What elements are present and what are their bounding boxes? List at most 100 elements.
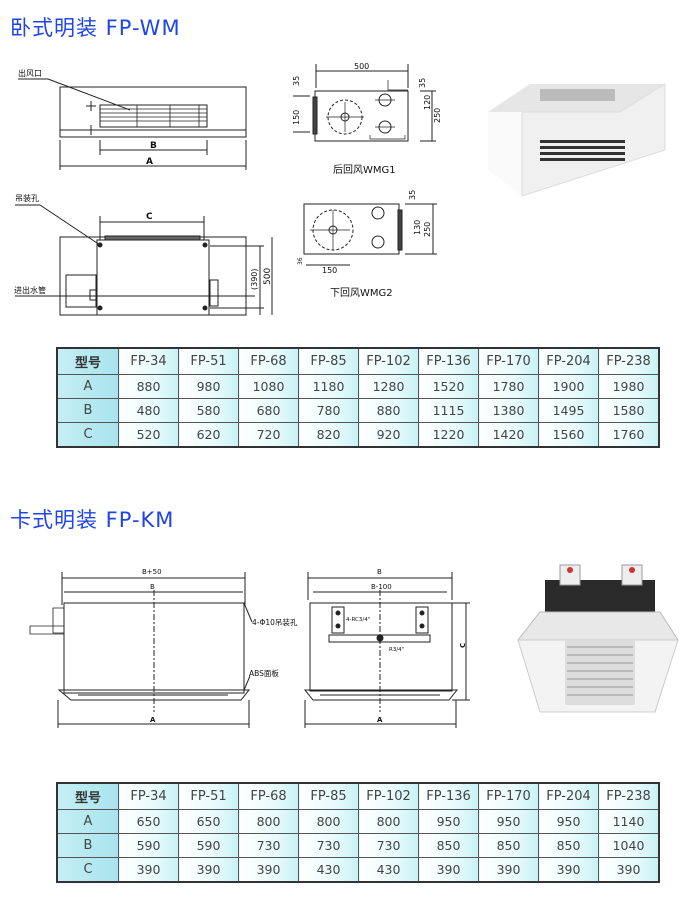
table-cell: 390 [118, 857, 179, 883]
table-cell: 390 [418, 857, 479, 883]
svg-text:36: 36 [297, 257, 304, 265]
svg-text:出风口: 出风口 [18, 68, 42, 78]
table-row: B 590 590 730 730 730 850 850 850 1040 [56, 833, 660, 858]
header-cell: FP-204 [538, 782, 599, 810]
header-cell: FP-170 [478, 782, 539, 810]
svg-text:A: A [150, 716, 156, 724]
table-cell: 1040 [598, 833, 660, 858]
table-cell: 590 [178, 833, 239, 858]
svg-text:35: 35 [292, 76, 301, 86]
svg-text:吊装孔: 吊装孔 [15, 193, 39, 203]
svg-text:250: 250 [433, 108, 442, 123]
header-cell: 型号 [56, 782, 119, 810]
km-spec-table: 型号 FP-34 FP-51 FP-68 FP-85 FP-102 FP-136… [56, 782, 660, 883]
table-cell: 430 [298, 857, 359, 883]
table-cell: 390 [178, 857, 239, 883]
svg-text:A: A [377, 716, 383, 724]
table-cell: 980 [178, 374, 239, 399]
svg-text:B: B [377, 568, 382, 576]
table-cell: 920 [358, 422, 419, 448]
table-cell: 1080 [238, 374, 299, 399]
table-cell: 800 [238, 809, 299, 834]
header-cell: 型号 [56, 347, 119, 375]
table-cell: 1560 [538, 422, 599, 448]
table-cell: 850 [478, 833, 539, 858]
row-label: A [56, 809, 119, 834]
table-cell: 650 [118, 809, 179, 834]
table-cell: 1900 [538, 374, 599, 399]
svg-text:250: 250 [423, 222, 432, 237]
table-cell: 1780 [478, 374, 539, 399]
table-cell: 590 [118, 833, 179, 858]
svg-text:C: C [146, 212, 153, 222]
table-cell: 950 [478, 809, 539, 834]
wm-top-view: 吊装孔 C 进出水管 (390) 500 [14, 193, 273, 316]
svg-text:150: 150 [322, 266, 337, 275]
header-cell: FP-102 [358, 347, 419, 375]
header-cell: FP-85 [298, 782, 359, 810]
table-row: B 480 580 680 780 880 1115 1380 1495 158… [56, 398, 660, 423]
km-drawings: B+50 B 4-Φ10吊装孔 ABS面板 A B B-100 4-RC3/4"… [29, 564, 679, 728]
header-cell: FP-204 [538, 347, 599, 375]
svg-text:B: B [150, 583, 155, 591]
svg-text:35: 35 [408, 190, 417, 200]
svg-text:35: 35 [418, 78, 427, 88]
svg-text:120: 120 [423, 95, 432, 110]
header-cell: FP-136 [418, 347, 479, 375]
header-cell: FP-102 [358, 782, 419, 810]
table-cell: 1420 [478, 422, 539, 448]
table-row: A 880 980 1080 1180 1280 1520 1780 1900 … [56, 374, 660, 399]
svg-text:A: A [146, 157, 153, 167]
svg-text:500: 500 [354, 62, 369, 71]
table-row: C 390 390 390 430 430 390 390 390 390 [56, 857, 660, 883]
table-cell: 800 [298, 809, 359, 834]
table-cell: 480 [118, 398, 179, 423]
svg-text:500: 500 [263, 268, 273, 285]
svg-text:C: C [459, 643, 467, 648]
table-cell: 730 [358, 833, 419, 858]
section-title-wm: 卧式明装 FP-WM [10, 16, 181, 40]
svg-text:进出水管: 进出水管 [14, 285, 46, 295]
svg-text:130: 130 [413, 220, 422, 235]
section-title-km: 卡式明装 FP-KM [10, 508, 175, 532]
km-unit-photo [516, 564, 679, 713]
table-header-row: 型号 FP-34 FP-51 FP-68 FP-85 FP-102 FP-136… [56, 347, 660, 375]
svg-text:后回风WMG1: 后回风WMG1 [333, 164, 396, 176]
svg-text:B+50: B+50 [142, 568, 162, 576]
km-front-view: B B-100 4-RC3/4" R3/4" C A [303, 568, 470, 728]
svg-text:150: 150 [292, 110, 301, 125]
table-cell: 390 [598, 857, 660, 883]
wm-unit-photo [488, 83, 666, 197]
table-row: C 520 620 720 820 920 1220 1420 1560 176… [56, 422, 660, 448]
table-cell: 680 [238, 398, 299, 423]
header-cell: FP-51 [178, 782, 239, 810]
wm-rear-return-view: 500 120 250 35 35 150 后回风WMG1 [292, 62, 442, 176]
svg-text:B-100: B-100 [371, 583, 392, 591]
svg-text:R3/4": R3/4" [389, 647, 404, 653]
table-cell: 720 [238, 422, 299, 448]
row-label: A [56, 374, 119, 399]
table-cell: 1380 [478, 398, 539, 423]
row-label: B [56, 833, 119, 858]
table-cell: 1980 [598, 374, 660, 399]
table-cell: 580 [178, 398, 239, 423]
header-cell: FP-68 [238, 347, 299, 375]
svg-text:4-Φ10吊装孔: 4-Φ10吊装孔 [252, 617, 298, 627]
table-cell: 880 [358, 398, 419, 423]
row-label: C [56, 857, 119, 883]
table-cell: 950 [418, 809, 479, 834]
svg-text:(390): (390) [250, 268, 259, 290]
table-cell: 620 [178, 422, 239, 448]
table-cell: 1220 [418, 422, 479, 448]
table-cell: 950 [538, 809, 599, 834]
table-cell: 650 [178, 809, 239, 834]
table-cell: 850 [538, 833, 599, 858]
wm-bottom-return-view: 130 250 35 36 150 下回风WMG2 [297, 190, 437, 299]
header-cell: FP-68 [238, 782, 299, 810]
table-cell: 520 [118, 422, 179, 448]
wm-spec-table: 型号 FP-34 FP-51 FP-68 FP-85 FP-102 FP-136… [56, 347, 660, 448]
svg-text:4-RC3/4": 4-RC3/4" [346, 617, 370, 623]
table-cell: 820 [298, 422, 359, 448]
table-row: A 650 650 800 800 800 950 950 950 1140 [56, 809, 660, 834]
svg-text:ABS面板: ABS面板 [249, 668, 279, 678]
